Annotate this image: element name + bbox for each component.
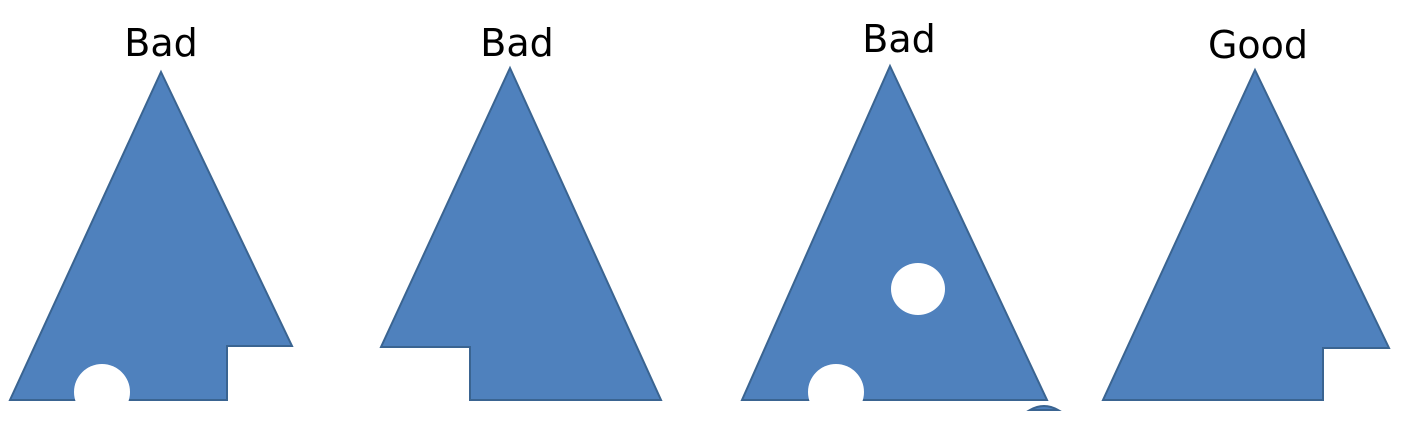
panel-2-shape (379, 65, 663, 401)
panel-4: Good (1101, 23, 1391, 401)
panel-2: Bad (379, 21, 663, 401)
panel-1-shape (8, 69, 294, 401)
panel-3-hole-lower (808, 364, 864, 420)
panel-1-hole (74, 364, 130, 420)
panel-3-hole-upper (891, 263, 945, 315)
panel-3-shape (740, 63, 1049, 401)
panel-3-sliver (1026, 405, 1062, 411)
panel-1-label: Bad (124, 21, 197, 65)
panel-1: Bad (8, 21, 294, 420)
panel-3: Bad (740, 17, 1062, 420)
panel-3-label: Bad (862, 17, 935, 61)
panel-2-label: Bad (480, 21, 553, 65)
panel-4-shape (1101, 67, 1391, 401)
panel-4-label: Good (1208, 23, 1308, 67)
